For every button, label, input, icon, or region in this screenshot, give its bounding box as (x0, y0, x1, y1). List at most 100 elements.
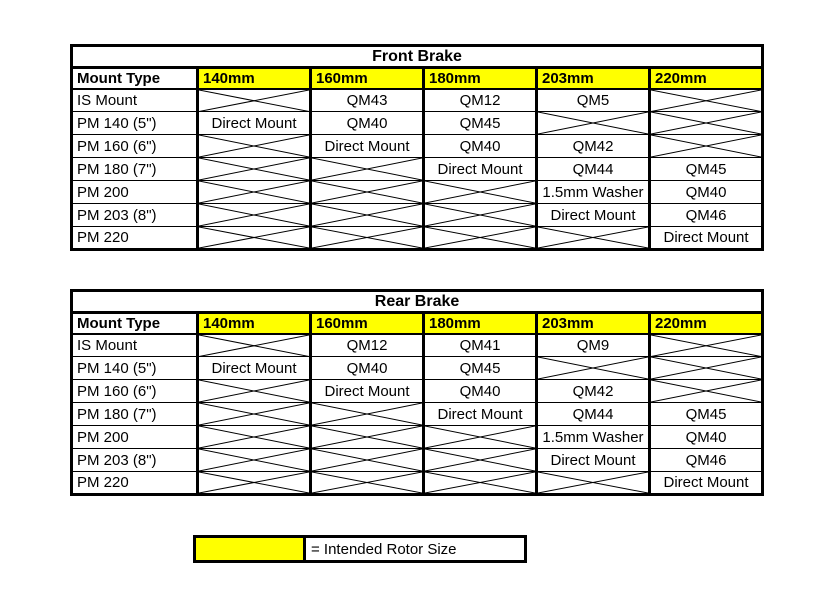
value-cell: Direct Mount (535, 203, 650, 227)
value-cell: Direct Mount (422, 157, 537, 181)
value-cell: QM43 (309, 88, 424, 112)
crossed-cell (647, 333, 763, 357)
cross-icon (312, 204, 422, 226)
cross-icon (199, 426, 309, 448)
cross-icon (199, 158, 309, 180)
crossed-cell (309, 402, 424, 426)
crossed-cell (647, 356, 763, 380)
table-title: Front Brake (69, 44, 765, 69)
size-header-180mm: 180mm (422, 312, 537, 335)
crossed-cell (309, 425, 424, 449)
value-cell: QM40 (309, 356, 424, 380)
cross-icon (538, 472, 648, 493)
table-title: Rear Brake (69, 289, 765, 314)
crossed-cell (535, 356, 650, 380)
crossed-cell (422, 471, 537, 495)
value-cell: 1.5mm Washer (535, 425, 650, 449)
cross-icon (312, 158, 422, 180)
mount-type-cell: PM 160 (6") (71, 379, 198, 403)
crossed-cell (422, 226, 537, 250)
legend-label: = Intended Rotor Size (311, 540, 457, 558)
cross-icon (312, 472, 422, 493)
rear-brake-title-row: Rear Brake (69, 289, 765, 314)
value-cell: QM9 (535, 333, 650, 357)
cross-icon (651, 357, 761, 379)
size-header-160mm: 160mm (309, 312, 424, 335)
cross-icon (199, 135, 309, 157)
cross-icon (199, 227, 309, 248)
mount-type-cell: PM 180 (7") (71, 402, 198, 426)
front-brake-title-row: Front Brake (69, 44, 765, 69)
value-cell: QM12 (422, 88, 537, 112)
value-cell: Direct Mount (422, 402, 537, 426)
mount-type-cell: PM 203 (8") (71, 448, 198, 472)
cross-icon (199, 181, 309, 203)
crossed-cell (196, 226, 311, 250)
mount-type-cell: PM 200 (71, 425, 198, 449)
value-cell: QM44 (535, 157, 650, 181)
crossed-cell (422, 448, 537, 472)
cross-icon (199, 403, 309, 425)
value-cell: Direct Mount (309, 134, 424, 158)
cross-icon (199, 204, 309, 226)
value-cell: QM44 (535, 402, 650, 426)
value-cell: QM45 (422, 356, 537, 380)
crossed-cell (309, 471, 424, 495)
mount-type-cell: IS Mount (71, 88, 198, 112)
value-cell: Direct Mount (196, 356, 311, 380)
crossed-cell (196, 379, 311, 403)
cross-icon (425, 227, 535, 248)
table-row: PM 220 Direct Mount (71, 226, 763, 250)
crossed-cell (535, 111, 650, 135)
rear-brake-table: Rear Brake Mount Type 140mm 160mm 180mm … (69, 289, 765, 496)
rear-brake-header-row: Mount Type 140mm 160mm 180mm 203mm 220mm (71, 312, 763, 335)
mount-type-cell: PM 203 (8") (71, 203, 198, 227)
size-header-180mm: 180mm (422, 67, 537, 90)
cross-icon (425, 449, 535, 471)
value-cell: Direct Mount (309, 379, 424, 403)
crossed-cell (196, 180, 311, 204)
cross-icon (425, 426, 535, 448)
mount-type-cell: PM 200 (71, 180, 198, 204)
value-cell: Direct Mount (647, 226, 763, 250)
cross-icon (651, 90, 761, 112)
value-cell: 1.5mm Washer (535, 180, 650, 204)
crossed-cell (647, 88, 763, 112)
cross-icon (312, 181, 422, 203)
cross-icon (199, 380, 309, 402)
cross-icon (425, 181, 535, 203)
mount-type-cell: PM 140 (5") (71, 111, 198, 135)
crossed-cell (309, 157, 424, 181)
intended-rotor-size-swatch (196, 538, 306, 560)
crossed-cell (422, 180, 537, 204)
value-cell: QM12 (309, 333, 424, 357)
crossed-cell (196, 471, 311, 495)
cross-icon (199, 335, 309, 357)
crossed-cell (647, 379, 763, 403)
cross-icon (312, 403, 422, 425)
value-cell: QM40 (309, 111, 424, 135)
mount-type-cell: IS Mount (71, 333, 198, 357)
cross-icon (538, 112, 648, 134)
value-cell: Direct Mount (647, 471, 763, 495)
size-header-140mm: 140mm (196, 67, 311, 90)
crossed-cell (309, 180, 424, 204)
crossed-cell (535, 226, 650, 250)
size-header-140mm: 140mm (196, 312, 311, 335)
value-cell: QM40 (647, 180, 763, 204)
crossed-cell (196, 203, 311, 227)
value-cell: Direct Mount (535, 448, 650, 472)
crossed-cell (196, 157, 311, 181)
mount-type-cell: PM 220 (71, 226, 198, 250)
cross-icon (651, 380, 761, 402)
crossed-cell (422, 203, 537, 227)
